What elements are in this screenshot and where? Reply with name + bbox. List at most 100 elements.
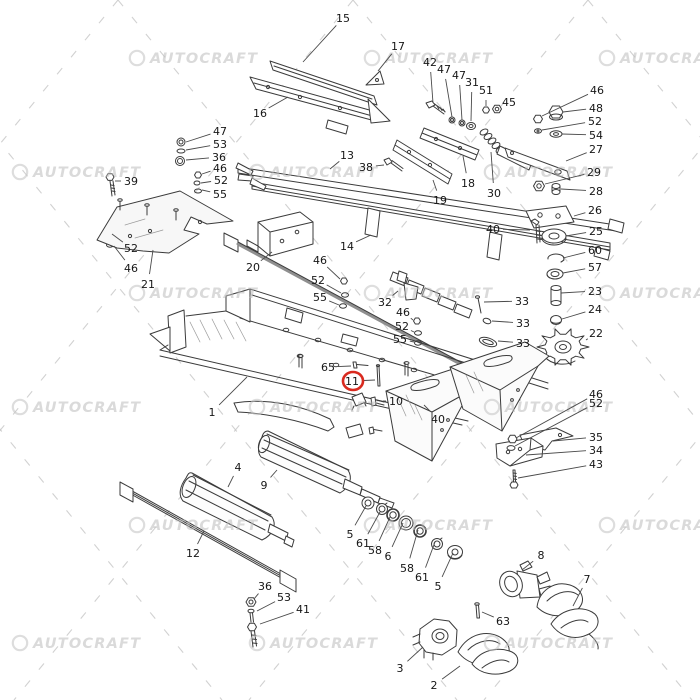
watermark: AUTOCRAFT xyxy=(483,634,612,652)
part-number: 8 xyxy=(538,549,545,562)
leader-line xyxy=(326,284,342,294)
part-number: 47 xyxy=(437,63,451,76)
part-19-channel xyxy=(392,139,453,185)
leader-line xyxy=(572,587,583,607)
leader-line xyxy=(407,646,424,662)
watermark-ring-icon xyxy=(363,516,381,534)
part-1-main-frame xyxy=(149,288,549,426)
watermark: AUTOCRAFT xyxy=(248,398,378,416)
leader-line xyxy=(544,173,585,185)
watermark-text: AUTOCRAFT xyxy=(384,286,493,302)
part-number: 35 xyxy=(589,431,603,444)
watermark-text: AUTOCRAFT xyxy=(32,400,141,416)
part-4-drum xyxy=(179,472,295,548)
part-number: 16 xyxy=(253,107,267,120)
leader-line xyxy=(391,522,404,548)
leader-line xyxy=(302,25,337,63)
leader-line xyxy=(459,84,463,121)
part-10-bolt-and-clamp xyxy=(351,392,385,411)
red-highlight-circle xyxy=(341,370,365,392)
fastener-cluster-mid-right xyxy=(413,317,422,346)
part-number: 47 xyxy=(213,125,227,138)
part-number: 36 xyxy=(212,151,226,164)
leader-line xyxy=(585,338,589,341)
watermark: AUTOCRAFT xyxy=(11,398,141,416)
leader-line xyxy=(409,340,415,343)
part-number: 17 xyxy=(391,40,405,53)
watermark: AUTOCRAFT xyxy=(128,516,258,534)
leader-line xyxy=(561,311,586,320)
watermark: AUTOCRAFT xyxy=(248,634,377,652)
watermark: AUTOCRAFT xyxy=(128,49,257,67)
leader-line xyxy=(515,398,588,439)
part-number: 52 xyxy=(124,242,138,255)
part-32-chain xyxy=(389,270,473,319)
part-number: 61 xyxy=(415,571,429,584)
leader-line xyxy=(517,465,587,479)
part-number: 48 xyxy=(589,102,603,115)
part-number: 57 xyxy=(588,261,602,274)
part-number: 27 xyxy=(589,143,603,156)
watermark-text: AUTOCRAFT xyxy=(149,518,258,534)
leader-line xyxy=(363,379,376,381)
part-43-bolt xyxy=(509,469,519,489)
part-3-clamp xyxy=(412,618,458,661)
leader-line xyxy=(260,251,273,262)
part-number: 7 xyxy=(584,573,591,586)
part-number: 30 xyxy=(487,187,501,200)
leader-line xyxy=(227,475,234,488)
watermark-text: AUTOCRAFT xyxy=(32,636,141,652)
watermark-ring-icon xyxy=(128,284,146,302)
part-number: 33 xyxy=(516,317,530,330)
part-number: 31 xyxy=(465,76,479,89)
watermark: AUTOCRAFT xyxy=(363,49,492,67)
watermark: AUTOCRAFT xyxy=(598,284,700,302)
part-number: 54 xyxy=(589,129,603,142)
watermark-text: AUTOCRAFT xyxy=(269,400,378,416)
part-22-sprocket xyxy=(536,328,590,366)
leader-line xyxy=(377,53,393,72)
part-number: 43 xyxy=(589,458,603,471)
part-number: 4 xyxy=(235,461,242,474)
leader-line xyxy=(329,161,340,170)
frame-lower-bracket xyxy=(345,423,383,439)
leader-line xyxy=(552,437,587,442)
watermark-ring-icon xyxy=(598,284,616,302)
leader-line xyxy=(409,529,419,559)
part-number: 60 xyxy=(588,244,602,257)
part-number: 52 xyxy=(214,174,228,187)
watermark-ring-icon xyxy=(11,634,29,652)
part-number: 29 xyxy=(587,166,601,179)
fastener-stack-left xyxy=(175,137,202,194)
watermark-text: AUTOCRAFT xyxy=(149,286,258,302)
watermark: AUTOCRAFT xyxy=(598,49,700,67)
leader-line xyxy=(270,469,278,478)
leader-line xyxy=(521,560,534,571)
part-39-bolt xyxy=(105,173,116,197)
lattice-line xyxy=(13,0,589,700)
leader-line xyxy=(561,133,587,136)
leader-line xyxy=(354,505,367,526)
leader-line xyxy=(425,541,436,568)
leader-line xyxy=(259,611,294,625)
watermark: AUTOCRAFT xyxy=(11,634,141,652)
highlighted-part-number: 11 xyxy=(345,375,359,388)
part-number: 28 xyxy=(589,185,603,198)
part-number: 9 xyxy=(261,479,268,492)
watermark: AUTOCRAFT xyxy=(483,398,612,416)
leader-line xyxy=(441,552,454,578)
part-65-bolt xyxy=(352,361,369,369)
leader-line xyxy=(185,133,211,143)
leader-line xyxy=(560,188,587,191)
leader-line xyxy=(253,593,259,600)
part-number: 46 xyxy=(313,254,327,267)
leader-line xyxy=(541,122,586,131)
part-number: 61 xyxy=(356,537,370,550)
part-number: 19 xyxy=(433,194,447,207)
leader-line xyxy=(185,157,210,161)
leader-line xyxy=(200,181,212,184)
part-number: 26 xyxy=(588,204,602,217)
watermark: AUTOCRAFT xyxy=(363,284,493,302)
